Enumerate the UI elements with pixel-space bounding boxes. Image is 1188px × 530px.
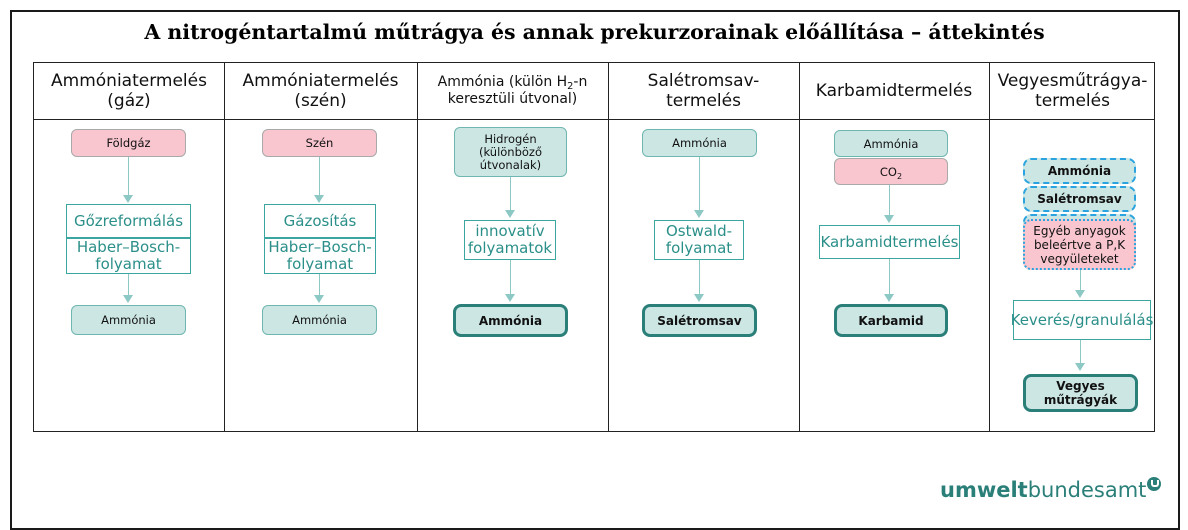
flow-arrow [1075,340,1085,371]
flow-arrow [314,274,324,303]
column-divider [799,63,800,431]
nitric-acid-input-node: Salétromsav [1023,186,1136,212]
steam-reforming-node: Gőzreformálás [66,204,191,238]
flow-arrow [1075,270,1085,298]
urea-output-node: Karbamid [834,304,948,337]
column-divider [989,63,990,431]
ammonia-output-node: Ammónia [453,304,568,337]
flow-arrow [505,177,515,218]
overview-grid: Ammóniatermelés(gáz) Ammóniatermelés(szé… [33,62,1155,432]
flow-arrow [505,260,515,302]
flow-arrow [884,259,894,302]
nitric-acid-output-node: Salétromsav [642,304,757,337]
ammonia-output-node: Ammónia [71,305,186,335]
logo-u-icon [1147,477,1162,491]
column-header-ammonia-gas: Ammóniatermelés(gáz) [51,71,207,111]
coal-node: Szén [262,129,377,157]
column-header-ammonia-coal: Ammóniatermelés(szén) [242,71,399,111]
column-header-urea: Karbamidtermelés [815,81,973,101]
header-divider [34,119,1154,120]
flow-arrow [694,157,704,218]
haber-bosch-node: Haber–Bosch-folyamat [264,238,376,274]
column-header-nitric-acid: Salétromsav-termelés [647,71,760,111]
mixing-granulation-node: Keverés/granulálás [1011,300,1153,340]
column-header-mixed-fertilizer: Vegyesműtrágya-termelés [997,71,1148,111]
urea-production-node: Karbamidtermelés [819,225,960,259]
flow-arrow [694,260,704,302]
column-divider [224,63,225,431]
flow-arrow [123,274,133,303]
umweltbundesamt-logo: umweltbundesamt [940,477,1162,502]
ammonia-input-node: Ammónia [642,129,757,157]
co2-input-node: CO2 [834,158,948,185]
flow-arrow [884,185,894,223]
gasification-node: Gázosítás [264,204,376,238]
diagram-title: A nitrogéntartalmú műtrágya és annak pre… [144,20,1045,44]
flow-arrow [314,157,324,203]
column-divider [417,63,418,431]
ammonia-input-node: Ammónia [834,130,948,157]
haber-bosch-node: Haber–Bosch-folyamat [66,238,191,274]
natural-gas-node: Földgáz [71,129,186,157]
flow-arrow [123,157,133,203]
ammonia-output-node: Ammónia [262,305,377,335]
ammonia-input-node: Ammónia [1023,158,1136,184]
ostwald-process-node: Ostwald-folyamat [654,220,744,260]
column-divider [608,63,609,431]
